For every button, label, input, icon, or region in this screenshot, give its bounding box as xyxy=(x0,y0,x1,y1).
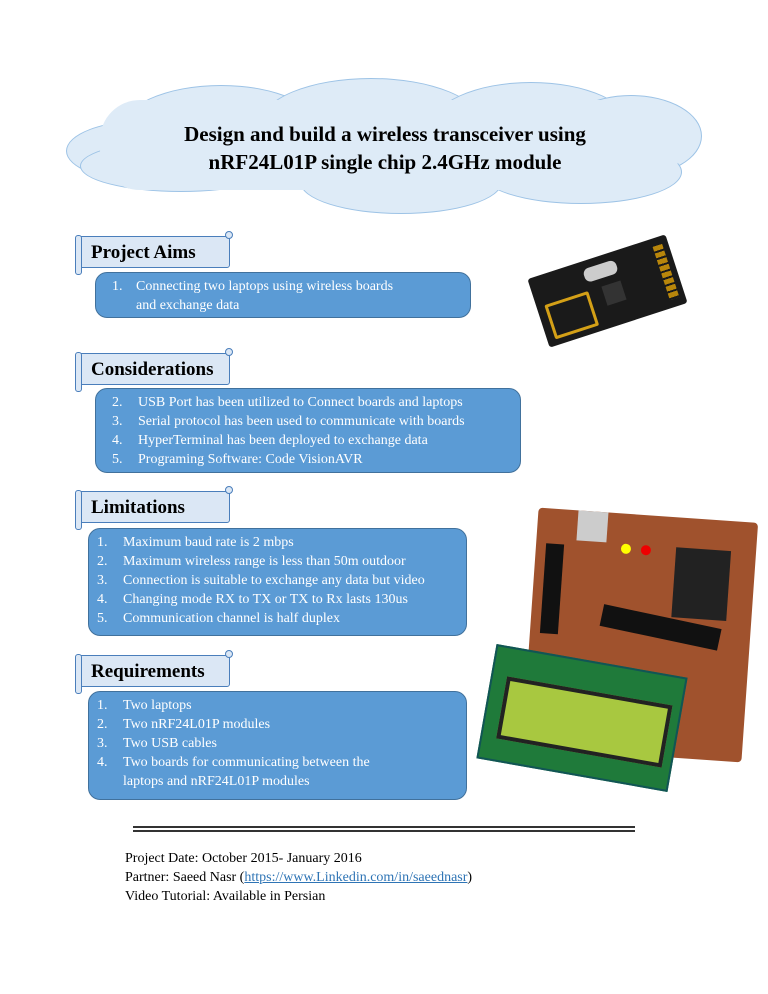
item-number: 2. xyxy=(97,554,108,569)
item-text: Two laptops xyxy=(123,696,192,715)
limitations-box: 1. Maximum baud rate is 2 mbps 2. Maximum w… xyxy=(88,528,467,636)
item-text: Two USB cables xyxy=(123,734,217,753)
partner-prefix: Partner: Saeed Nasr ( xyxy=(125,870,245,885)
item-text-line: Maximum baud rate is 2 mbps xyxy=(123,535,294,550)
item-text-line: HyperTerminal has been deployed to excha… xyxy=(138,433,428,448)
item-text-line: Two laptops xyxy=(123,698,192,713)
item-text-line: Two USB cables xyxy=(123,736,217,751)
partner-suffix: ) xyxy=(467,870,473,885)
item-number: 3. xyxy=(112,414,123,429)
considerations-box: 2. USB Port has been utilized to Connect … xyxy=(95,388,521,473)
list-item: 2. Maximum wireless range is less than 50… xyxy=(89,552,466,571)
item-text-line: Maximum wireless range is less than 50m … xyxy=(123,554,406,569)
item-text-cont: laptops and nRF24L01P modules xyxy=(123,774,310,789)
item-text: Serial protocol has been used to communi… xyxy=(138,412,465,431)
video-tutorial: Video Tutorial: Available in Persian xyxy=(125,889,326,904)
item-number: 2. xyxy=(112,395,123,410)
list-item: 4. HyperTerminal has been deployed to exc… xyxy=(96,431,520,450)
item-text: Programing Software: Code VisionAVR xyxy=(138,450,363,469)
heading-project-aims: Project Aims xyxy=(75,231,233,275)
item-text: Two boards for communicating between the… xyxy=(123,753,370,791)
item-number: 3. xyxy=(97,736,108,751)
heading-requirements: Requirements xyxy=(75,650,233,694)
item-text: Maximum wireless range is less than 50m … xyxy=(123,552,406,571)
item-text-line: USB Port has been utilized to Connect bo… xyxy=(138,395,463,410)
item-number: 5. xyxy=(112,452,123,467)
page-title: Design and build a wireless transceiver … xyxy=(100,120,670,176)
list-item: 5. Communication channel is half duplex xyxy=(89,609,466,628)
list-item: 2. USB Port has been utilized to Connect … xyxy=(96,393,520,412)
item-number: 5. xyxy=(97,611,108,626)
item-number: 2. xyxy=(97,717,108,732)
title-line-2: nRF24L01P single chip 2.4GHz module xyxy=(208,150,562,174)
item-text-line: Programing Software: Code VisionAVR xyxy=(138,452,363,467)
item-number: 3. xyxy=(97,573,108,588)
item-text-cont: and exchange data xyxy=(136,298,240,313)
list-item: 3. Two USB cables xyxy=(89,734,466,753)
list-item: 4. Changing mode RX to TX or TX to Rx las… xyxy=(89,590,466,609)
item-text-line: Changing mode RX to TX or TX to Rx lasts… xyxy=(123,592,408,607)
item-text-line: Connection is suitable to exchange any d… xyxy=(123,573,425,588)
item-number: 4. xyxy=(112,433,123,448)
divider-line xyxy=(133,830,635,832)
partner-line: Partner: Saeed Nasr (https://www.Linkedi… xyxy=(125,868,472,887)
list-item: 1. Two laptops xyxy=(89,696,466,715)
item-text-line: Communication channel is half duplex xyxy=(123,611,340,626)
item-text: HyperTerminal has been deployed to excha… xyxy=(138,431,428,450)
item-text: USB Port has been utilized to Connect bo… xyxy=(138,393,463,412)
title-line-1: Design and build a wireless transceiver … xyxy=(184,122,586,146)
item-text-line: Two boards for communicating between the xyxy=(123,755,370,770)
item-text-line: Two nRF24L01P modules xyxy=(123,717,271,732)
item-text: Connection is suitable to exchange any d… xyxy=(123,571,425,590)
heading-limitations: Limitations xyxy=(75,486,233,530)
item-text: Connecting two laptops using wireless bo… xyxy=(136,277,393,315)
project-date: Project Date: October 2015- January 2016 xyxy=(125,851,362,866)
item-text: Communication channel is half duplex xyxy=(123,609,340,628)
item-number: 1. xyxy=(97,698,108,713)
item-number: 1. xyxy=(97,535,108,550)
item-number: 4. xyxy=(97,592,108,607)
requirements-box: 1. Two laptops 2. Two nRF24L01P modules 3. Tw… xyxy=(88,691,467,800)
list-item: 2. Two nRF24L01P modules xyxy=(89,715,466,734)
list-item: 4. Two boards for communicating between t… xyxy=(89,753,466,791)
list-item: 5. Programing Software: Code VisionAVR xyxy=(96,450,520,469)
list-item: 1. Maximum baud rate is 2 mbps xyxy=(89,533,466,552)
item-text: Maximum baud rate is 2 mbps xyxy=(123,533,294,552)
list-item: 3. Connection is suitable to exchange any… xyxy=(89,571,466,590)
project-aims-box: 1. Connecting two laptops using wireless… xyxy=(95,272,471,318)
item-text-line: Connecting two laptops using wireless bo… xyxy=(136,279,394,294)
item-text: Changing mode RX to TX or TX to Rx lasts… xyxy=(123,590,408,609)
list-item: 1. Connecting two laptops using wireless… xyxy=(96,277,470,315)
item-text: Two nRF24L01P modules xyxy=(123,715,270,734)
list-item: 3. Serial protocol has been used to commu… xyxy=(96,412,520,431)
item-number: 4. xyxy=(97,755,108,770)
item-text-line: Serial protocol has been used to communi… xyxy=(138,414,465,429)
heading-considerations: Considerations xyxy=(75,348,233,392)
divider-line xyxy=(133,826,635,828)
item-number: 1. xyxy=(112,279,123,294)
partner-linkedin-link[interactable]: https://www.Linkedin.com/in/saeednasr xyxy=(244,870,468,885)
nrf24l01-module-image xyxy=(527,234,688,348)
